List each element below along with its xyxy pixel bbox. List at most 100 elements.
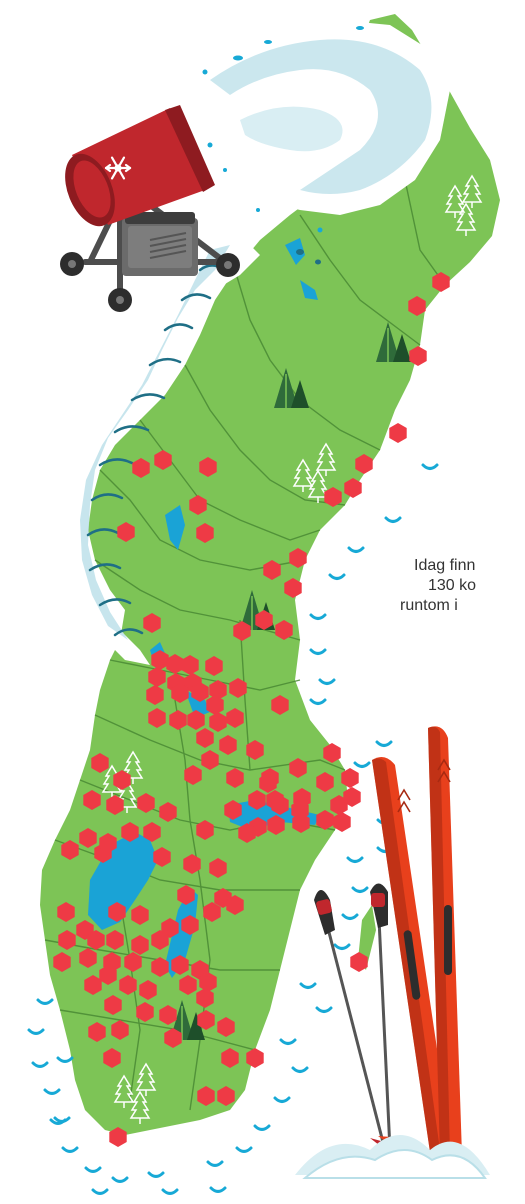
ski-resort-marker — [79, 828, 97, 848]
caption-line-2: 130 ko — [428, 577, 477, 594]
wave-mark — [161, 1188, 179, 1195]
ski-resort-marker — [196, 820, 214, 840]
ski-resort-marker — [224, 800, 242, 820]
ski-resort-marker — [350, 952, 368, 972]
wave-mark — [27, 1028, 45, 1035]
wave-mark — [111, 1176, 129, 1183]
ski-resort-marker — [159, 802, 177, 822]
ski-resort-marker — [177, 885, 195, 905]
ski-poles-icon — [314, 883, 405, 1152]
ski-resort-marker — [316, 772, 334, 792]
ski-resort-marker — [146, 685, 164, 705]
ski-resort-marker — [159, 1005, 177, 1025]
ski-resort-marker — [189, 495, 207, 515]
ski-resort-marker — [153, 847, 171, 867]
wave-mark — [253, 1124, 271, 1131]
ski-resort-marker — [389, 423, 407, 443]
ski-resort-marker — [136, 1002, 154, 1022]
ski-resort-marker — [53, 952, 71, 972]
ski-resort-marker — [57, 902, 75, 922]
ski-resort-marker — [87, 930, 105, 950]
ski-resort-marker — [432, 272, 450, 292]
resort-caption: Idag finn 130 ko runtom i — [392, 556, 525, 616]
ski-resort-marker — [169, 710, 187, 730]
ski-resort-marker — [148, 708, 166, 728]
wave-mark — [43, 1088, 61, 1095]
lake-mid — [185, 690, 210, 718]
wave-mark — [279, 1038, 297, 1045]
ski-resort-marker — [119, 975, 137, 995]
wave-mark — [351, 886, 369, 893]
ski-resort-marker — [233, 621, 251, 641]
ski-resort-marker — [217, 1086, 235, 1106]
ski-resort-marker — [324, 487, 342, 507]
wave-mark — [333, 943, 351, 950]
ski-resort-marker — [104, 995, 122, 1015]
ski-resort-marker — [226, 768, 244, 788]
ski-resort-marker — [284, 578, 302, 598]
wave-mark — [347, 546, 365, 553]
ski-resort-marker — [217, 1017, 235, 1037]
ski-resort-marker — [166, 654, 184, 674]
lake-north-2 — [300, 280, 318, 300]
ski-resort-marker — [199, 457, 217, 477]
ski-resort-marker — [83, 790, 101, 810]
ski-resort-marker — [151, 957, 169, 977]
ski-resort-marker — [323, 743, 341, 763]
ski-resort-marker — [171, 683, 189, 703]
snow-cannon-icon — [60, 105, 240, 312]
ski-resort-marker — [209, 680, 227, 700]
wave-mark — [273, 1096, 291, 1103]
ski-resort-marker — [201, 750, 219, 770]
ski-resort-marker — [266, 790, 284, 810]
oland-island — [358, 905, 376, 970]
wave-mark — [346, 856, 364, 863]
snow-spray — [165, 20, 450, 265]
ski-resort-marker — [58, 930, 76, 950]
ski-resort-marker — [179, 975, 197, 995]
ski-resort-marker — [151, 930, 169, 950]
wave-mark — [36, 998, 54, 1005]
wave-mark — [235, 1146, 253, 1153]
ski-resort-marker — [226, 708, 244, 728]
ski-resort-marker — [124, 952, 142, 972]
ski-resort-marker — [99, 965, 117, 985]
ski-resort-marker — [121, 822, 139, 842]
ski-resort-marker — [184, 765, 202, 785]
ski-resort-marker — [61, 840, 79, 860]
ski-resort-marker — [191, 682, 209, 702]
ski-resort-marker — [164, 1028, 182, 1048]
lake-north-1 — [285, 238, 305, 265]
wave-mark — [318, 678, 336, 685]
ski-resort-marker — [143, 613, 161, 633]
ski-resort-marker — [143, 822, 161, 842]
wave-mark — [291, 1066, 309, 1073]
ski-resort-marker — [263, 560, 281, 580]
ski-resort-marker — [246, 1048, 264, 1068]
caption-line-3: runtom i — [400, 597, 458, 614]
ski-resort-marker — [99, 833, 117, 853]
ski-resort-marker — [132, 458, 150, 478]
ski-resort-marker — [206, 695, 224, 715]
ski-resort-marker — [139, 980, 157, 1000]
ski-resort-marker — [205, 656, 223, 676]
ski-resort-marker — [221, 1048, 239, 1068]
ski-resort-marker — [88, 1022, 106, 1042]
ski-resort-marker — [291, 800, 309, 820]
ski-resort-marker — [109, 1127, 127, 1147]
wave-mark — [328, 573, 346, 580]
wave-mark — [353, 761, 371, 768]
ski-resort-marker — [148, 667, 166, 687]
ski-resort-marker — [289, 548, 307, 568]
wave-mark — [56, 1056, 74, 1063]
ski-resort-marker — [181, 655, 199, 675]
wave-mark — [206, 1160, 224, 1167]
ski-resort-marker — [79, 948, 97, 968]
ski-resort-marker — [219, 735, 237, 755]
ski-resort-marker — [209, 858, 227, 878]
lake-vattern — [165, 888, 198, 978]
ski-resort-marker — [341, 768, 359, 788]
ski-resort-marker — [289, 758, 307, 778]
wave-mark — [49, 1118, 67, 1125]
